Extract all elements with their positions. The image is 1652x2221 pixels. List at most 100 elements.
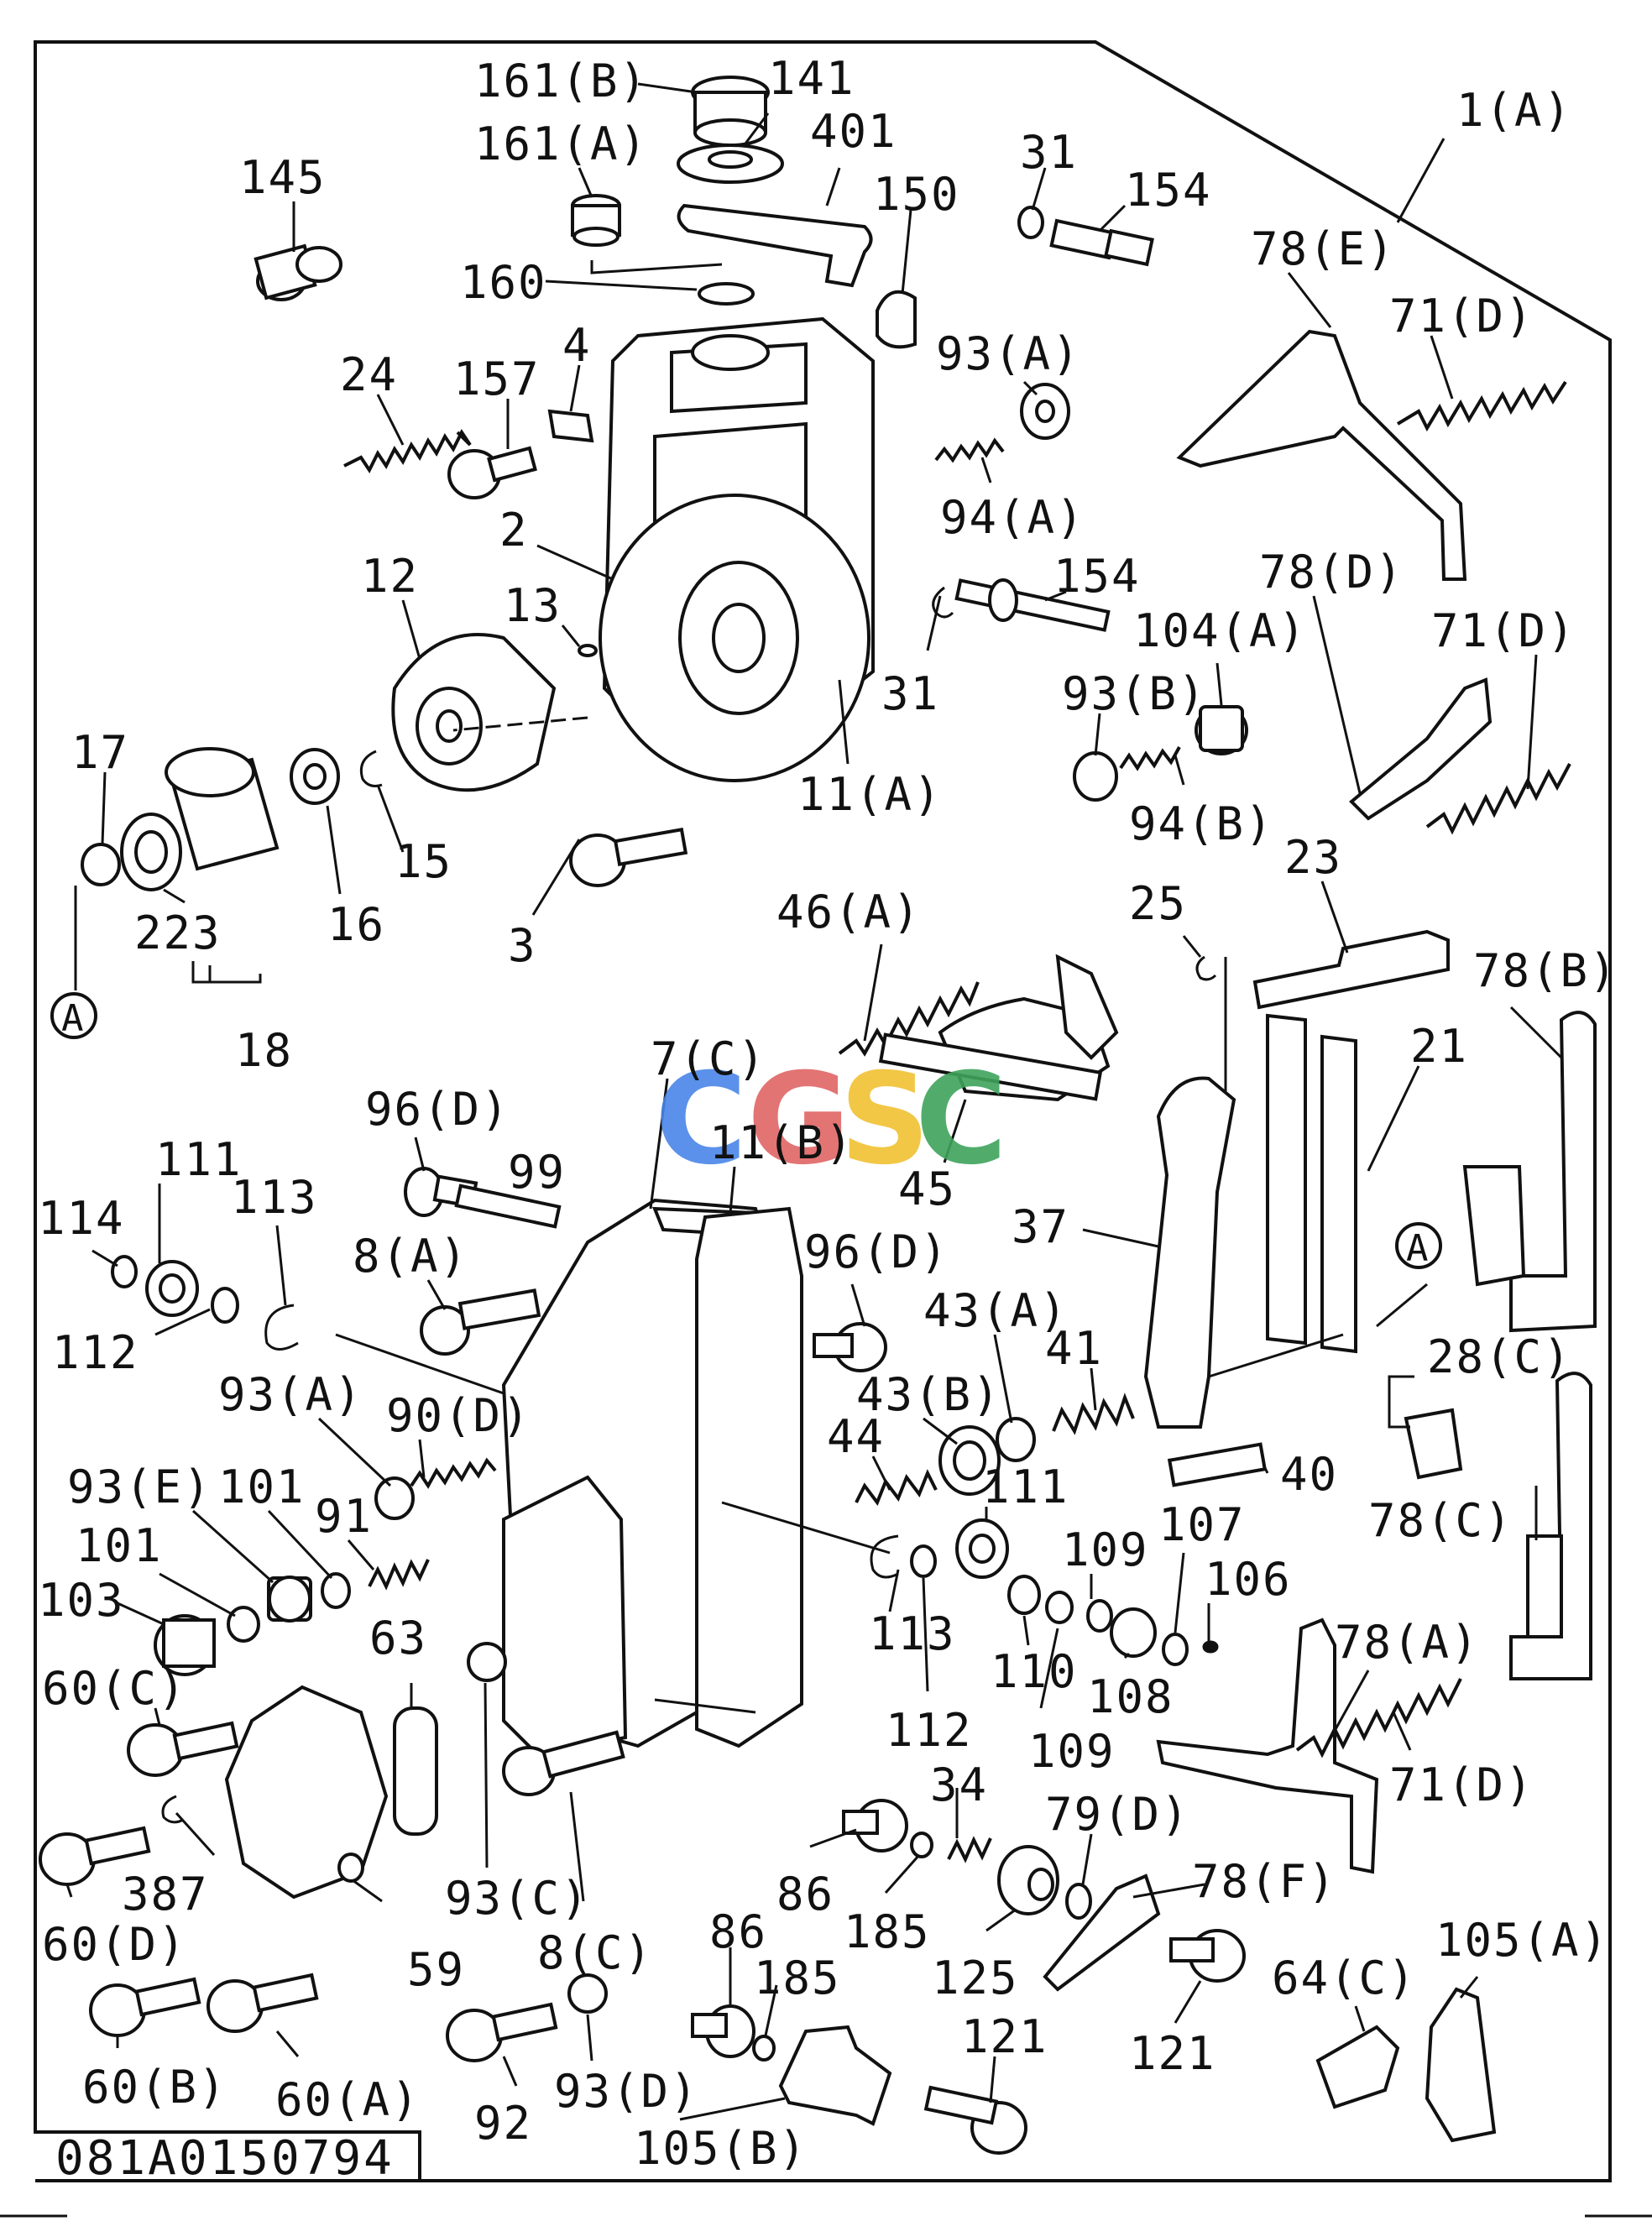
callout-label: 108 (1087, 1670, 1174, 1723)
callout-label: 28(C) (1427, 1330, 1572, 1383)
reference-marker-a-left (50, 992, 97, 1039)
snap-ring-15 (359, 750, 383, 787)
nut-93c (467, 1642, 507, 1682)
stud-94a (934, 437, 1005, 463)
cap-nut-103 (154, 1614, 216, 1676)
callout-label: 94(B) (1129, 797, 1274, 850)
callout-label: 92 (474, 2097, 532, 2150)
washer-101b (227, 1606, 260, 1643)
reference-marker-a-right (1395, 1222, 1442, 1269)
bolt-92 (446, 2002, 558, 2062)
washer-141 (677, 144, 784, 184)
callout-label: 78(D) (1259, 546, 1404, 598)
callout-label: 46(A) (776, 886, 922, 938)
reference-marker-a-right-label: A (1406, 1227, 1430, 1270)
callout-label: 43(A) (923, 1284, 1069, 1337)
callout-label: 93(A) (218, 1368, 363, 1421)
pin-106 (1202, 1640, 1219, 1654)
retainer-43a (996, 1417, 1036, 1462)
nut-93e (267, 1576, 312, 1623)
callout-label: 64(C) (1272, 1952, 1417, 2004)
leader-lines (65, 82, 1563, 2121)
nut-93a-lower (374, 1476, 415, 1520)
callout-label: 109 (1028, 1725, 1116, 1778)
callout-label: 60(B) (82, 2061, 227, 2114)
bolt-121-lower (923, 2085, 1027, 2155)
callout-label: 154 (1053, 550, 1141, 603)
callout-label: 78(E) (1251, 222, 1396, 275)
callout-label: 223 (134, 907, 222, 959)
lever-78d (1349, 677, 1493, 821)
o-ring-185-upper (910, 1832, 933, 1858)
bearing-223 (120, 813, 182, 891)
callout-label: 11(B) (709, 1116, 855, 1169)
washer-109b (1086, 1599, 1113, 1633)
cover-plate (502, 1475, 628, 1757)
spring-71d-upper (1396, 380, 1567, 432)
diagram-code: 081A0150794 (55, 2131, 395, 2186)
callout-label: 60(D) (42, 1918, 187, 1971)
bolt-154 (1049, 218, 1154, 267)
stud-90d (410, 1457, 497, 1489)
bracket-28c (1404, 1408, 1463, 1480)
callout-label: 37 (1012, 1200, 1069, 1253)
callout-label: 18 (235, 1024, 293, 1077)
washer-114 (111, 1255, 138, 1288)
callout-label: 145 (239, 151, 327, 204)
snap-ring-113-lower (870, 1534, 899, 1579)
callout-label: 91 (315, 1490, 373, 1543)
callout-label: 105(A) (1435, 1914, 1609, 1967)
bolt-96d-lower (813, 1322, 887, 1372)
key-13 (578, 644, 598, 657)
plug-86-lower (691, 2004, 755, 2058)
callout-label: 78(C) (1368, 1494, 1513, 1547)
callout-label: 24 (340, 348, 398, 401)
callout-label: 109 (1062, 1523, 1149, 1576)
callout-label: 86 (776, 1868, 834, 1921)
bracket-105b (778, 2025, 892, 2126)
o-ring-185-lower (752, 2035, 776, 2062)
callout-label: 150 (873, 168, 960, 221)
cap-screw-161b (691, 76, 770, 147)
callout-label: 31 (1020, 126, 1078, 179)
washer-17 (81, 843, 121, 886)
reference-marker-a-left-label: A (61, 997, 86, 1040)
callout-label: 79(D) (1045, 1788, 1190, 1841)
callout-label: 90(D) (386, 1389, 531, 1442)
gasket-63 (393, 1706, 438, 1836)
callout-label: 94(A) (940, 491, 1085, 544)
callout-label: 40 (1280, 1448, 1338, 1501)
bolt-60a (206, 1973, 319, 2033)
callout-label: 157 (453, 353, 541, 405)
bolt-8c (502, 1730, 625, 1796)
watermark-letter-3: S (839, 1047, 930, 1193)
flyweight-assembly-12 (391, 633, 557, 792)
plug-111-lower (955, 1518, 1009, 1579)
o-ring-160 (698, 282, 755, 306)
collar-16 (290, 748, 340, 805)
spring-24 (343, 429, 472, 473)
bolt-3 (569, 827, 688, 887)
callout-label: 7(C) (651, 1032, 766, 1085)
cap-43b (938, 1425, 1001, 1496)
callout-label: 2 (499, 504, 529, 557)
callout-label: 63 (369, 1612, 427, 1664)
callout-label: 104(A) (1133, 604, 1307, 657)
callout-label: 86 (709, 1905, 767, 1958)
washer-31 (1017, 206, 1044, 239)
callout-label: 93(A) (936, 327, 1081, 380)
cap-108 (1110, 1607, 1157, 1658)
callout-label: 71(D) (1389, 1759, 1534, 1811)
screw-91 (368, 1559, 430, 1591)
plate-4 (547, 409, 594, 443)
watermark-letter-2: G (747, 1047, 850, 1193)
callout-label: 110 (991, 1645, 1078, 1698)
callout-label: 106 (1205, 1553, 1292, 1606)
callout-label: 8(C) (537, 1926, 653, 1979)
bracket-401 (677, 203, 873, 288)
lever-37 (1143, 1076, 1236, 1429)
plug-86-upper (842, 1799, 908, 1853)
callout-label: 59 (407, 1943, 465, 1996)
spring-34 (947, 1836, 992, 1863)
stud-94b (1119, 746, 1181, 771)
